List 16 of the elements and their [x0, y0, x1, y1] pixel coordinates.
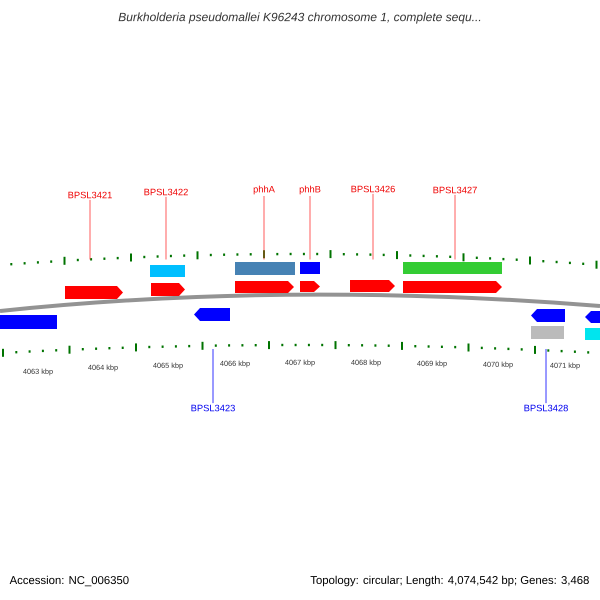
gene-label: BPSL3421 — [68, 192, 112, 198]
gene-label: BPSL3427 — [433, 186, 477, 194]
gene-label: BPSL3426 — [351, 186, 395, 192]
title: Burkholderia pseudomallei K96243 chromosome 1, complete sequ... — [118, 12, 480, 24]
leader-line — [454, 194, 456, 260]
leader-line — [372, 194, 374, 260]
footer-text: Accession: NC_006350 — [10, 576, 129, 586]
gene-label: BPSL3428 — [524, 404, 568, 412]
leader-line — [212, 348, 214, 404]
gene-label: phhA — [254, 186, 275, 194]
footer-text: Topology: circular; Length: 4,074,542 bp; Genes: 3,468 — [310, 576, 589, 586]
tick-track — [2, 341, 590, 357]
tick-track — [10, 250, 598, 269]
gene-label: BPSL3423 — [191, 404, 235, 412]
gene-label: phhB — [300, 186, 320, 194]
gene-label: BPSL3422 — [144, 188, 188, 196]
